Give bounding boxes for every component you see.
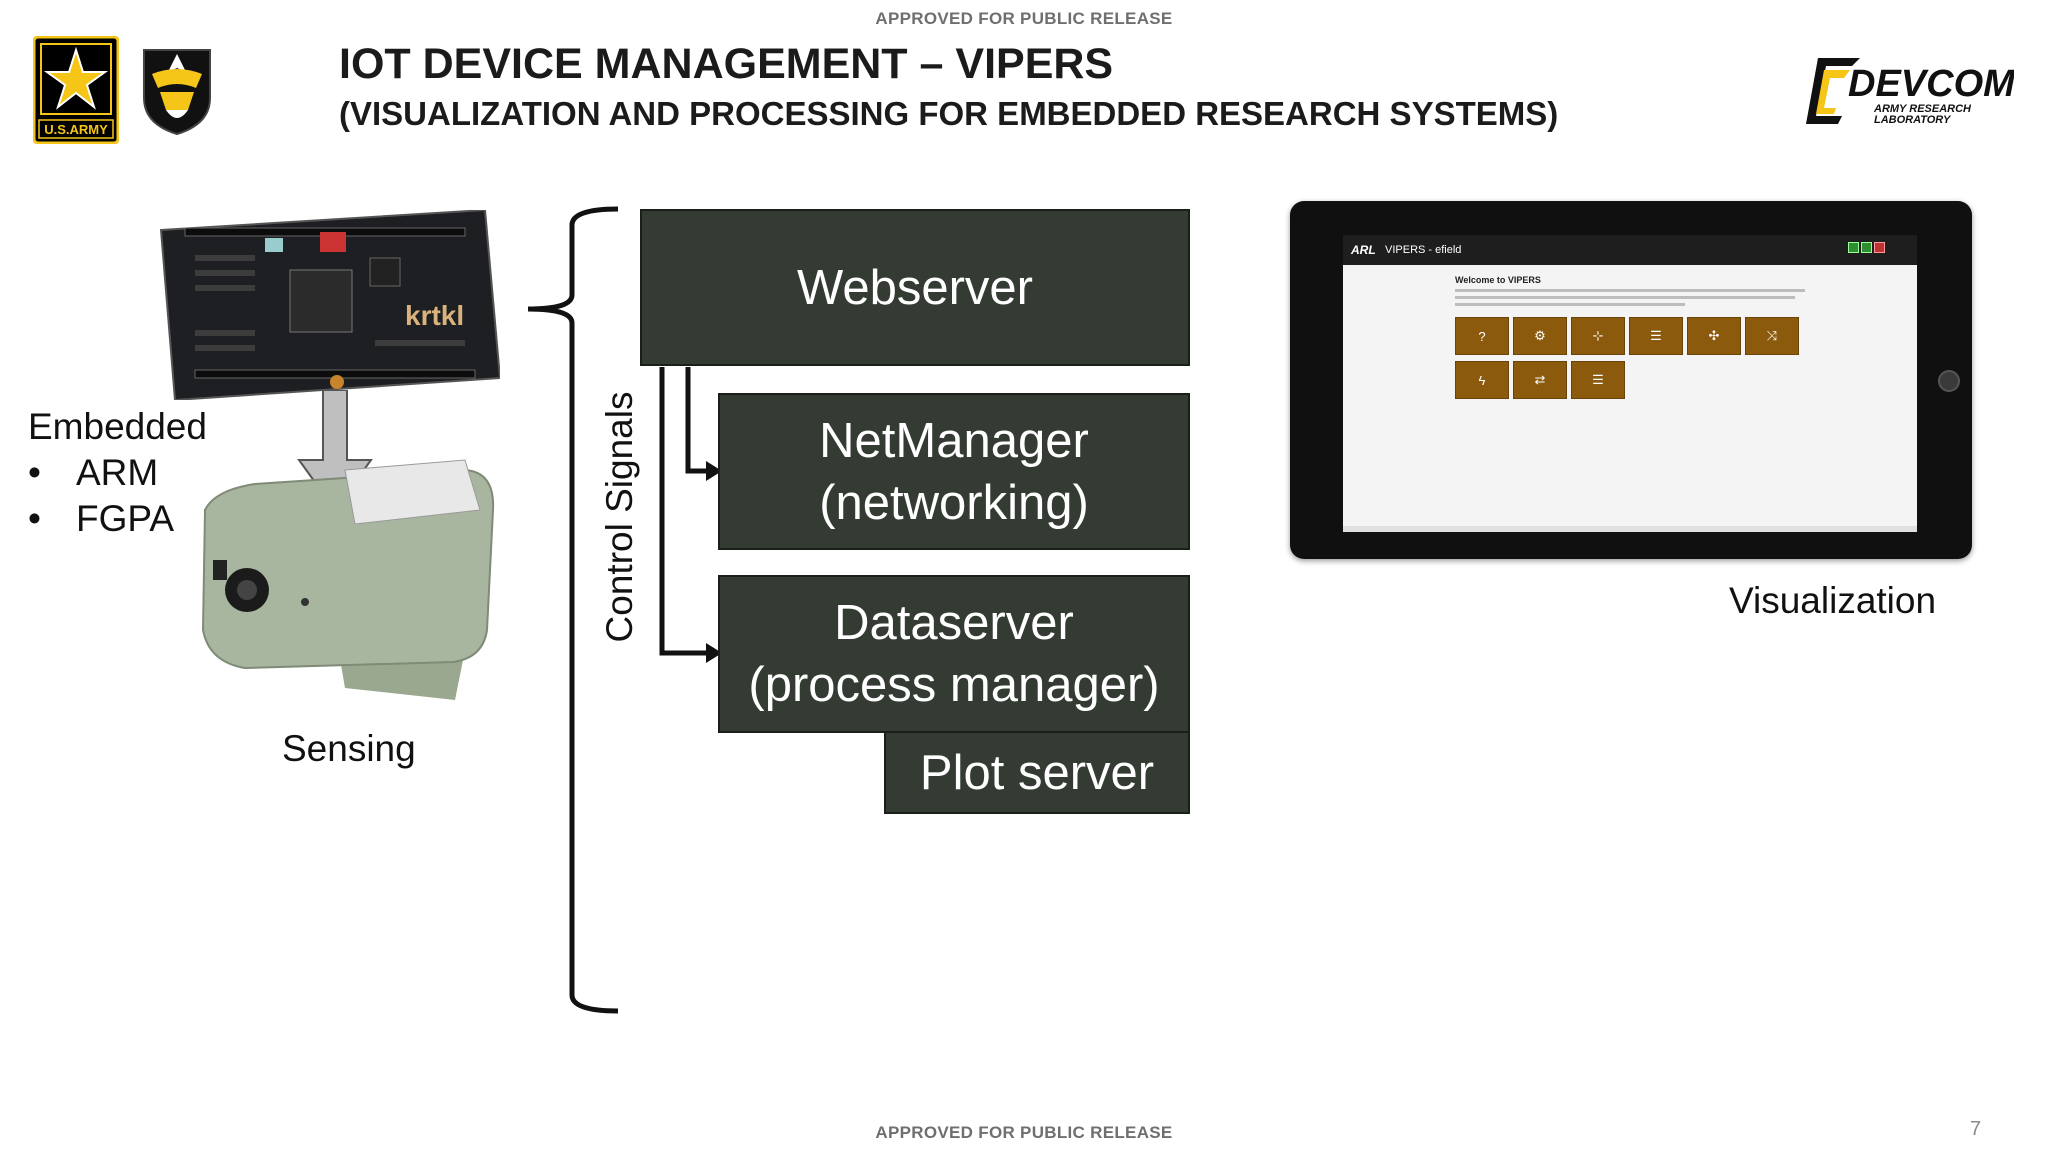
status-icon [1861, 242, 1872, 253]
army-logo-text: U.S.ARMY [44, 122, 108, 137]
app-header: ARL VIPERS - efield [1343, 235, 1917, 265]
release-banner-bottom: APPROVED FOR PUBLIC RELEASE [875, 1123, 1173, 1142]
welcome-heading: Welcome to VIPERS [1455, 275, 1541, 285]
dataserver-box: Dataserver(process manager) [718, 575, 1190, 733]
tile-grid: ? ⚙ ⊹ ☰ ✣ ⤨ ϟ ⇄ ☰ [1455, 317, 1799, 399]
list-item: •FGPA [28, 498, 174, 539]
status-icons [1848, 242, 1885, 253]
devcom-text: DEVCOM [1848, 63, 2014, 105]
tile-button[interactable]: ✣ [1687, 317, 1741, 355]
status-icon [1848, 242, 1859, 253]
tile-button[interactable]: ⤨ [1745, 317, 1799, 355]
app-title: VIPERS - efield [1385, 244, 1462, 256]
control-signals-label: Control Signals [599, 391, 640, 643]
tablet-home-button [1938, 370, 1960, 392]
netmanager-box: NetManager(networking) [718, 393, 1190, 550]
tablet-screen: ARL VIPERS - efield Welcome to VIPERS ? … [1343, 235, 1917, 532]
devcom-arl-logo: DEVCOM ARMY RESEARCH LABORATORY [1806, 58, 2014, 126]
embedded-bullets: •ARM •FGPA [28, 450, 174, 542]
status-icon [1874, 242, 1885, 253]
sensor-device-image [201, 459, 495, 700]
page-subtitle: (VISUALIZATION AND PROCESSING FOR EMBEDD… [339, 95, 1559, 132]
tile-button[interactable]: ⇄ [1513, 361, 1567, 399]
tile-button[interactable]: ☰ [1629, 317, 1683, 355]
welcome-text-lines [1455, 289, 1805, 310]
svg-text:ARMY RESEARCH: ARMY RESEARCH [1873, 103, 1972, 115]
us-army-logo: U.S.ARMY [33, 36, 119, 144]
tile-button[interactable]: ⊹ [1571, 317, 1625, 355]
command-shield-icon [143, 49, 211, 136]
tile-button[interactable]: ϟ [1455, 361, 1509, 399]
embedded-board-image: krtkl [159, 210, 500, 400]
board-label: krtkl [405, 300, 464, 331]
plotserver-box: Plot server [884, 731, 1190, 814]
tile-button[interactable]: ⚙ [1513, 317, 1567, 355]
tile-button[interactable]: ☰ [1571, 361, 1625, 399]
webserver-box: Webserver [640, 209, 1190, 366]
embedded-label: Embedded [28, 406, 207, 447]
diagram-connectors [527, 206, 722, 1014]
visualization-label: Visualization [1729, 580, 1937, 621]
sensing-label: Sensing [282, 728, 416, 769]
page-number: 7 [1970, 1118, 1982, 1140]
page-title: IOT DEVICE MANAGEMENT – VIPERS [339, 40, 1114, 88]
tile-button[interactable]: ? [1455, 317, 1509, 355]
arl-brand: ARL [1351, 243, 1376, 257]
list-item: •ARM [28, 452, 159, 493]
app-footer [1343, 526, 1917, 532]
release-banner-top: APPROVED FOR PUBLIC RELEASE [875, 9, 1173, 28]
svg-text:LABORATORY: LABORATORY [1874, 114, 1952, 126]
